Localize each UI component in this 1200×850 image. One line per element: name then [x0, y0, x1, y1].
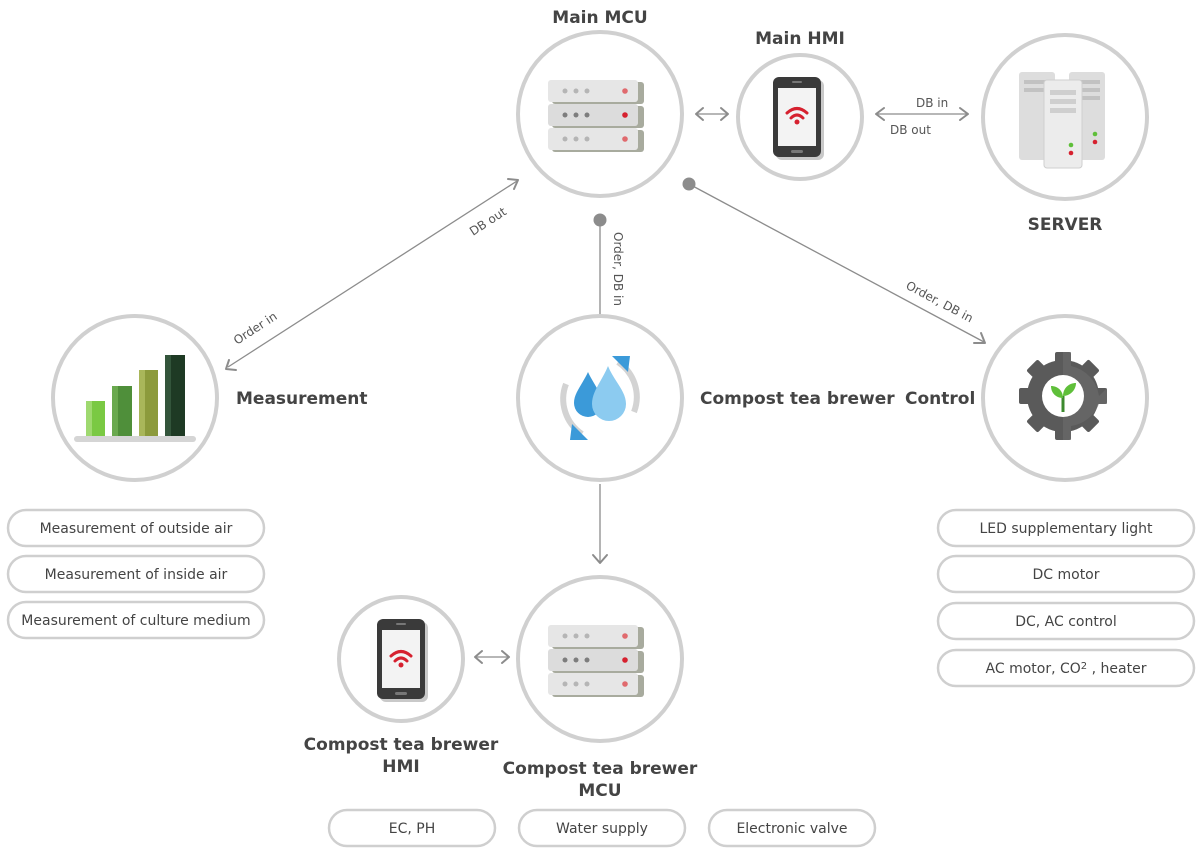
server-tower-icon	[1019, 72, 1105, 169]
gear-plant-icon	[1019, 352, 1107, 440]
svg-text:Water supply: Water supply	[556, 821, 648, 837]
measurement-node: Measurement	[51, 314, 368, 482]
brewer-hmi-label-line1: Compost tea brewer	[304, 735, 499, 755]
brewer-node: Compost tea brewer	[516, 314, 895, 482]
server-label: SERVER	[1028, 215, 1103, 235]
smartphone-wifi-icon	[377, 619, 428, 702]
control-node: Control	[905, 314, 1149, 482]
brewer-hmi-label-line2: HMI	[382, 757, 419, 777]
server-node: SERVER	[981, 33, 1149, 235]
brewer-label: Compost tea brewer	[700, 389, 895, 409]
control-item-ac-motor: AC motor, CO2 , heater	[936, 648, 1196, 688]
control-items: LED supplementary light DC motor DC, AC …	[936, 508, 1196, 688]
smartphone-wifi-icon	[773, 77, 824, 160]
measurement-items: Measurement of outside air Measurement o…	[6, 508, 266, 640]
measurement-item: Measurement of inside air	[6, 554, 266, 594]
edge-label-order-db-in-vertical: Order, DB in	[611, 232, 625, 306]
brewer-hmi-mcu-connector	[474, 650, 510, 664]
water-cycle-icon	[560, 356, 640, 440]
mcu-hmi-connector	[695, 107, 729, 121]
hmi-server-connector	[875, 107, 969, 121]
svg-text:AC motor, CO2 , heater: AC motor, CO2 , heater	[986, 661, 1147, 677]
edge-label-order-in: Order in	[231, 309, 280, 347]
bar-chart-icon	[74, 355, 196, 442]
control-item-dc-ac: DC, AC control	[936, 601, 1196, 641]
edge-label-db-in: DB in	[916, 96, 948, 110]
svg-text:Measurement of outside air: Measurement of outside air	[40, 521, 233, 537]
control-item-led: LED supplementary light	[936, 508, 1196, 548]
server-rack-icon	[548, 625, 644, 697]
brewer-mcu-connector	[592, 484, 608, 564]
mcu-brewer-connector	[593, 213, 607, 316]
control-item-dc-motor: DC motor	[936, 554, 1196, 594]
brewer-hmi-node: Compost tea brewer HMI	[304, 595, 499, 777]
svg-text:EC, PH: EC, PH	[389, 821, 436, 837]
brewer-item: Electronic valve	[707, 808, 877, 848]
svg-text:LED supplementary light: LED supplementary light	[979, 521, 1153, 537]
svg-text:Measurement of culture medium: Measurement of culture medium	[21, 613, 250, 629]
measurement-mcu-connector	[225, 178, 519, 371]
brewer-mcu-node: Compost tea brewer MCU	[503, 575, 698, 801]
mcu-control-connector	[682, 177, 986, 344]
measurement-item: Measurement of outside air	[6, 508, 266, 548]
svg-text:DC, AC control: DC, AC control	[1015, 614, 1117, 630]
svg-text:DC motor: DC motor	[1032, 567, 1099, 583]
brewer-mcu-label-line2: MCU	[578, 781, 621, 801]
measurement-label: Measurement	[236, 389, 368, 409]
main-mcu-node: Main MCU	[516, 8, 684, 198]
svg-text:Measurement of inside air: Measurement of inside air	[45, 567, 228, 583]
measurement-item: Measurement of culture medium	[6, 600, 266, 640]
main-hmi-node: Main HMI	[736, 29, 864, 181]
brewer-mcu-label-line1: Compost tea brewer	[503, 759, 698, 779]
svg-text:Electronic valve: Electronic valve	[736, 821, 847, 837]
main-hmi-label: Main HMI	[755, 29, 845, 49]
control-label: Control	[905, 389, 975, 409]
brewer-item: EC, PH	[327, 808, 497, 848]
server-rack-icon	[548, 80, 644, 152]
brewer-items: EC, PH Water supply Electronic valve	[327, 808, 877, 848]
main-mcu-label: Main MCU	[552, 8, 647, 28]
brewer-item: Water supply	[517, 808, 687, 848]
edge-label-db-out-server: DB out	[890, 123, 931, 137]
